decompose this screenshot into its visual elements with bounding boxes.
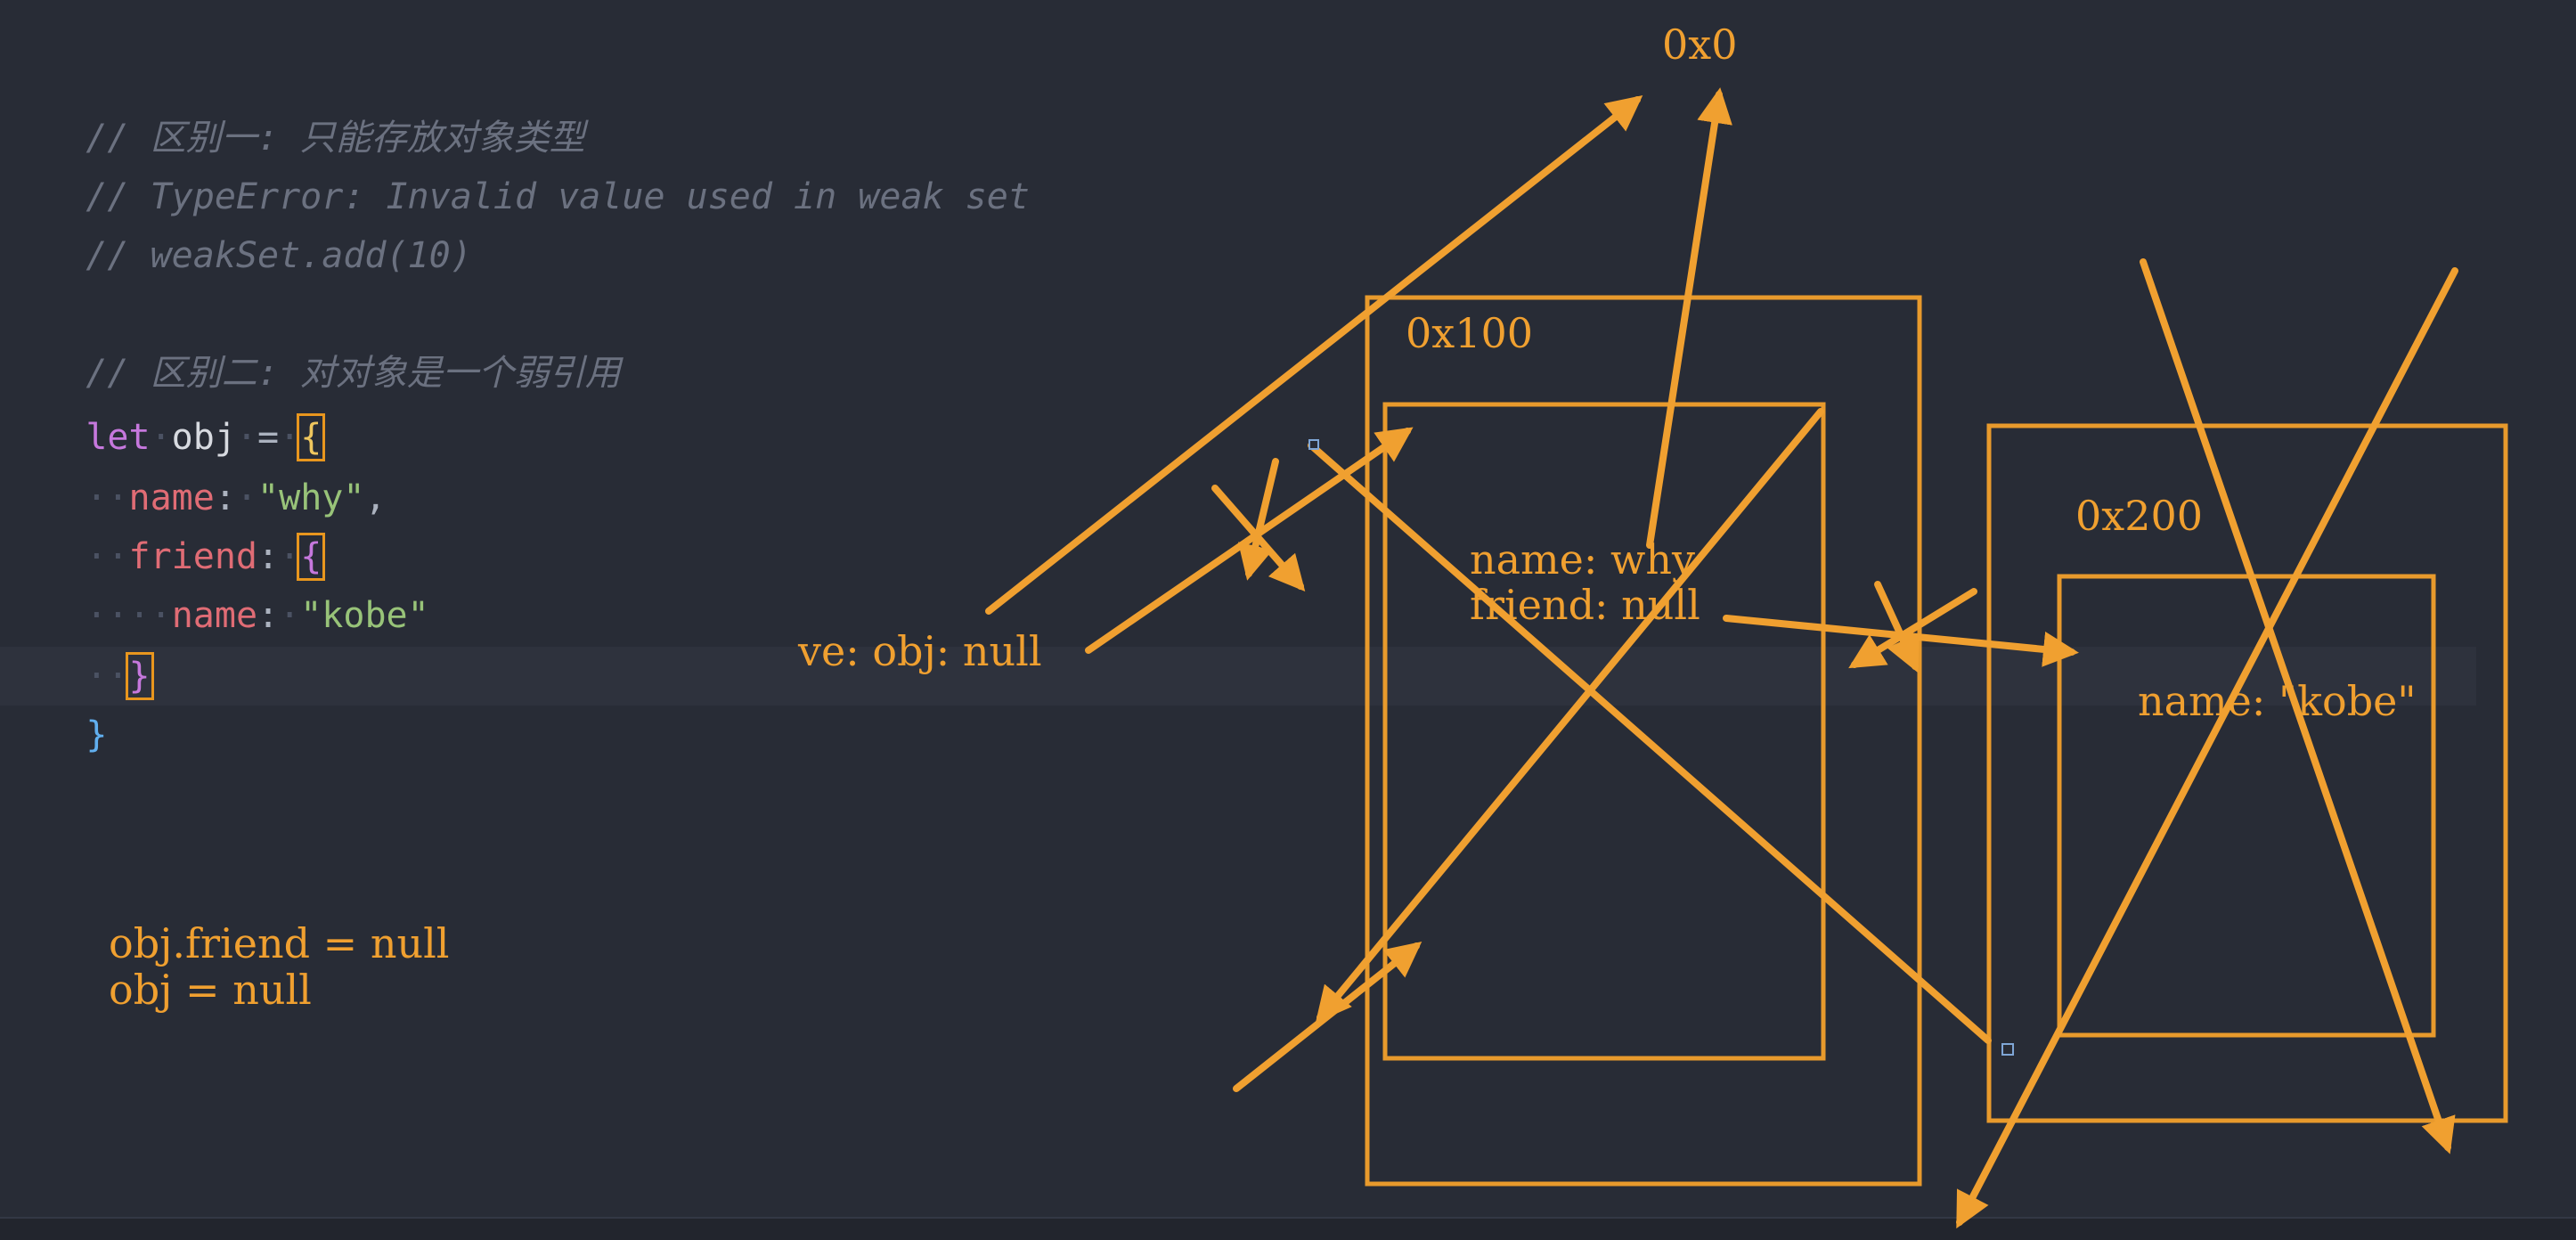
code-line-5[interactable]: // 区别二: 对对象是一个弱引用 [0,285,1033,394]
string-value: "why" [257,477,365,518]
close-brace: } [125,652,154,700]
comma: , [364,477,387,518]
open-brace: { [297,413,326,461]
object-field-friend: friend: null [1470,581,1700,629]
address-label-0x100: 0x100 [1406,309,1533,357]
reference-arrow [985,95,1643,615]
code-line-1[interactable]: // 区别一: 只能存放对象类型 [0,50,1033,159]
heap-object-0x100-outer [1365,295,1922,1187]
heap-object-0x100-inner [1382,402,1826,1061]
selection-handle[interactable] [2001,1043,2014,1056]
comment: // TypeError: Invalid value used in weak… [86,176,1030,217]
statement-friend-null: obj.friend = null [109,919,450,967]
identifier-obj: obj [171,417,236,458]
code-line-11[interactable]: } [0,647,1033,755]
heap-object-0x200-outer [1986,423,2508,1123]
code-line-7[interactable]: ··name:·"why", [86,477,387,518]
reference-label: ve: obj: null [797,627,1042,675]
cross-arrow [1237,458,1279,581]
reference-arrow [1646,87,1732,549]
property-name: name [171,595,258,636]
code-line-8[interactable]: ··friend:·{ [86,533,326,581]
heap-object-0x200-inner [2057,574,2436,1038]
close-brace: } [86,714,108,755]
open-brace: { [297,533,326,581]
object-field-name: name: "kobe" [2138,677,2417,725]
strike-line [1308,442,1992,1044]
strike-line [1956,267,2458,1229]
string-value: "kobe" [300,595,429,636]
strike-line [1315,408,1824,1024]
address-label-0x0: 0x0 [1662,20,1737,69]
comment: // 区别一: 只能存放对象类型 [86,118,585,159]
comment: // 区别二: 对对象是一个弱引用 [86,353,621,394]
cross-arrow [1848,588,1977,669]
reference-arrow [1233,942,1423,1092]
strike-line [2140,258,2456,1154]
selection-handle[interactable] [1308,439,1319,450]
property-friend: friend [128,536,258,577]
colon: : [257,595,280,636]
code-line-9[interactable]: ····name:·"kobe" [86,595,429,636]
code-line-2[interactable]: // TypeError: Invalid value used in weak… [0,109,1033,217]
code-line-3[interactable]: // weakSet.add(10) [0,167,1033,276]
statement-obj-null: obj = null [109,966,312,1014]
comment: // weakSet.add(10) [86,235,472,276]
cross-arrow [1874,581,1920,673]
keyword-let: let [86,417,151,458]
status-bar [0,1217,2576,1240]
colon: : [257,536,280,577]
operator: = [257,417,280,458]
code-line-6[interactable]: let·obj·=·{ [86,413,326,461]
object-field-name: name: why [1470,535,1695,583]
code-line-10[interactable]: ··} [86,652,154,700]
reference-arrow-obj [1085,427,1414,654]
property-name: name [128,477,215,518]
colon: : [214,477,236,518]
address-label-0x200: 0x200 [2075,492,2203,540]
